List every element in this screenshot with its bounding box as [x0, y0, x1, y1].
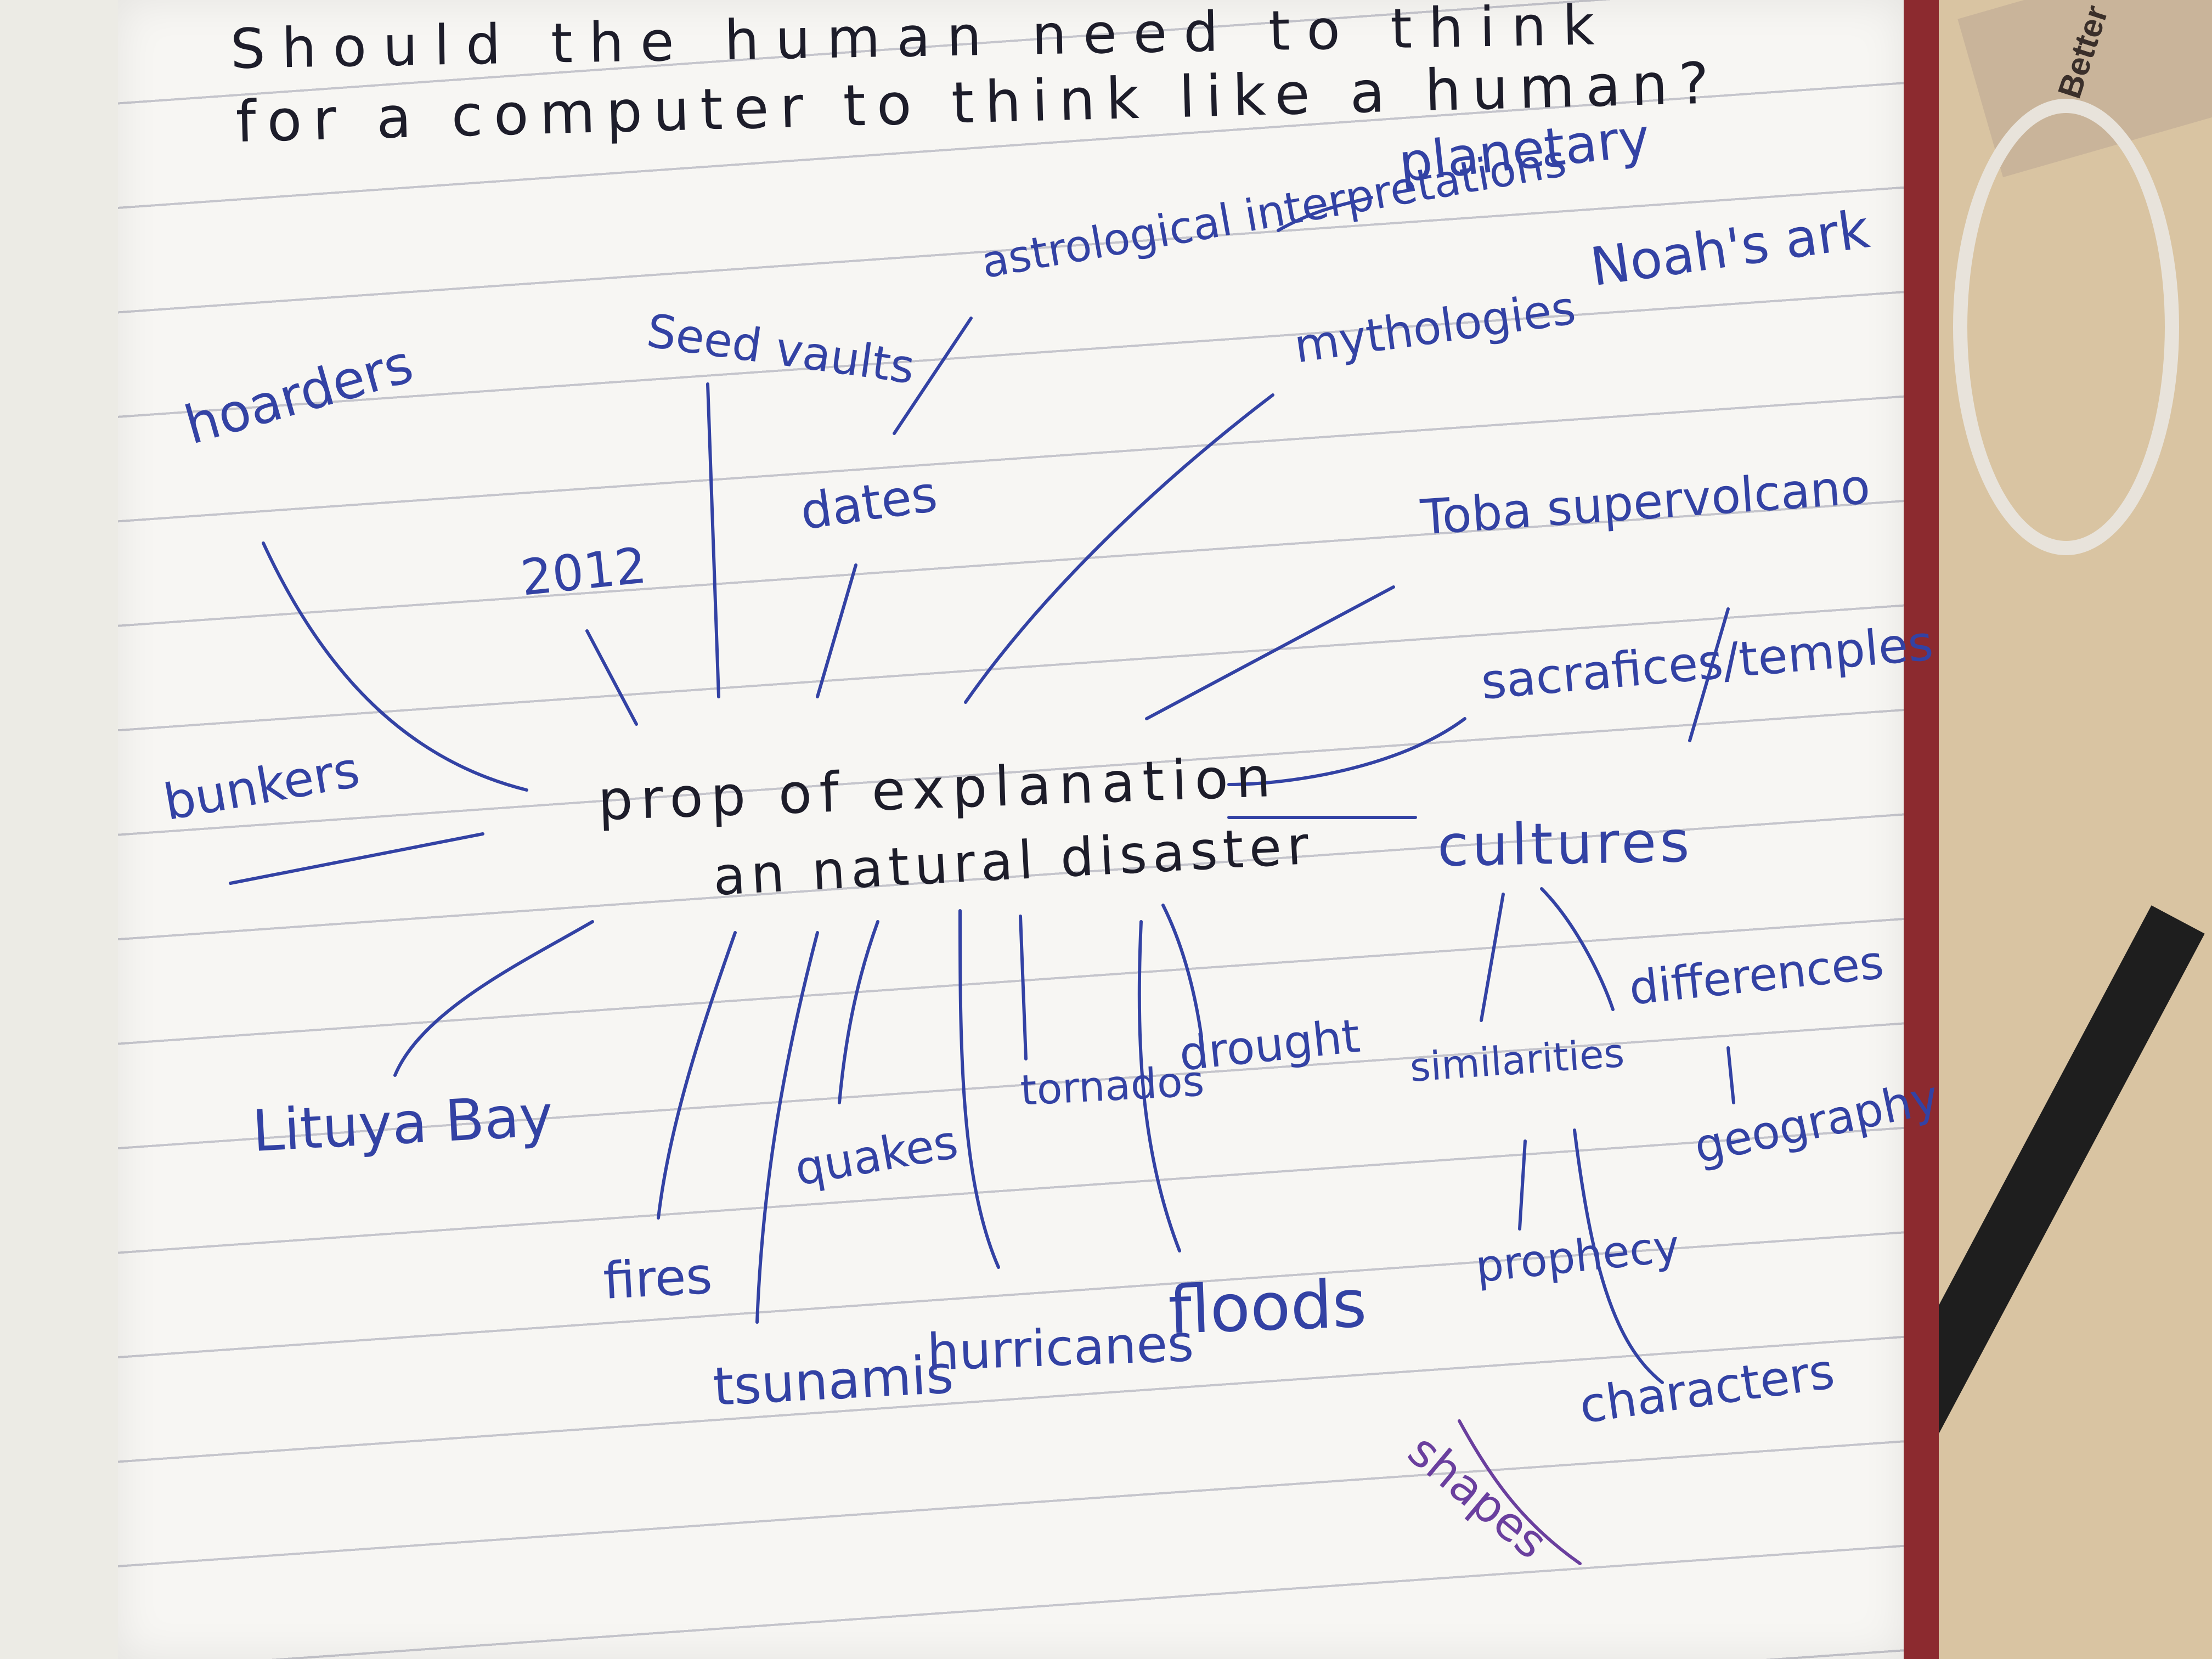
line-tsunamis: [755, 931, 819, 1324]
line-astrological: [893, 317, 973, 435]
line-mythologies: [964, 393, 1274, 704]
line-drought: [1161, 904, 1203, 1039]
node-tsunamis: tsunamis: [712, 1344, 955, 1418]
line-bunkers: [229, 832, 484, 885]
line-hoarders: [262, 541, 528, 792]
line-seed-vaults: [706, 382, 720, 698]
line-2012: [585, 629, 638, 726]
notebook-page: [118, 0, 1904, 1659]
line-differences: [1540, 887, 1615, 1011]
notebook-cover-edge: [1904, 0, 1939, 1659]
line-quakes: [838, 920, 879, 1104]
node-tornados: tornados: [1019, 1056, 1206, 1115]
line-prophecy: [1518, 1139, 1527, 1231]
line-planetary: [1277, 196, 1373, 232]
line-sacrifices: [1227, 717, 1466, 786]
line-characters: [1573, 1128, 1664, 1384]
line-fires: [657, 931, 737, 1220]
line-shapes: [1458, 1419, 1582, 1565]
line-tornados: [1019, 915, 1028, 1060]
line-floods: [1137, 920, 1181, 1252]
node-fires: fires: [602, 1246, 714, 1311]
node-2012: 2012: [518, 537, 650, 607]
line-toba: [1145, 585, 1395, 720]
line-lituya: [393, 920, 594, 1077]
line-similarities: [1480, 893, 1505, 1022]
line-geography: [1726, 1046, 1735, 1104]
line-temples: [1688, 607, 1730, 742]
node-lituya-bay: Lituya Bay: [250, 1082, 555, 1165]
line-dates: [816, 563, 857, 698]
node-cultures: cultures: [1436, 808, 1694, 879]
node-floods: floods: [1167, 1266, 1368, 1349]
node-hurricanes: hurricanes: [926, 1314, 1195, 1382]
line-hurricanes: [958, 909, 1000, 1269]
